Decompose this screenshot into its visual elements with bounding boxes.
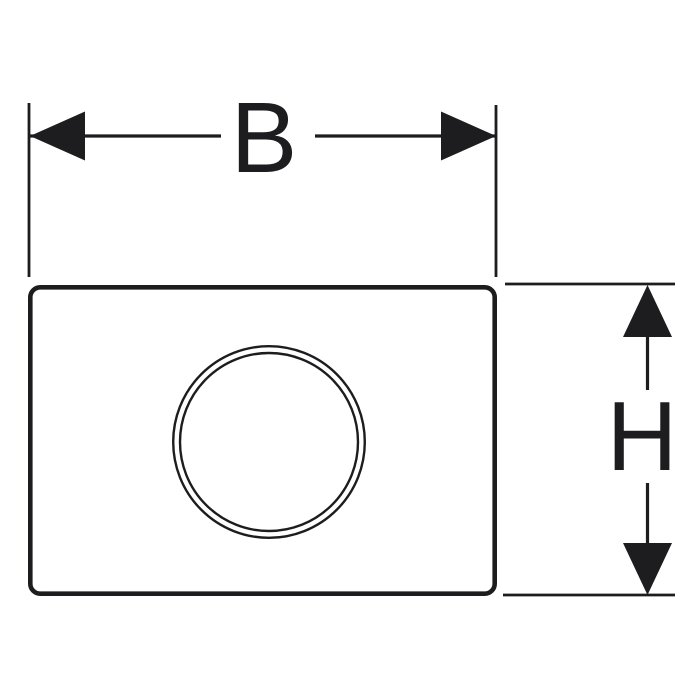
arrowhead-down-icon <box>623 543 672 595</box>
arrowhead-left-icon <box>30 111 85 161</box>
button-inner-ring <box>178 351 360 533</box>
width-dimension-label: B <box>231 82 298 194</box>
button-outer-ring <box>171 345 367 540</box>
width-dimension: B <box>27 82 498 277</box>
plate-outline <box>27 284 497 596</box>
height-dimension: H <box>503 282 678 597</box>
arrowhead-up-icon <box>623 285 672 337</box>
height-dimension-label: H <box>607 381 678 491</box>
arrowhead-right-icon <box>441 111 496 161</box>
